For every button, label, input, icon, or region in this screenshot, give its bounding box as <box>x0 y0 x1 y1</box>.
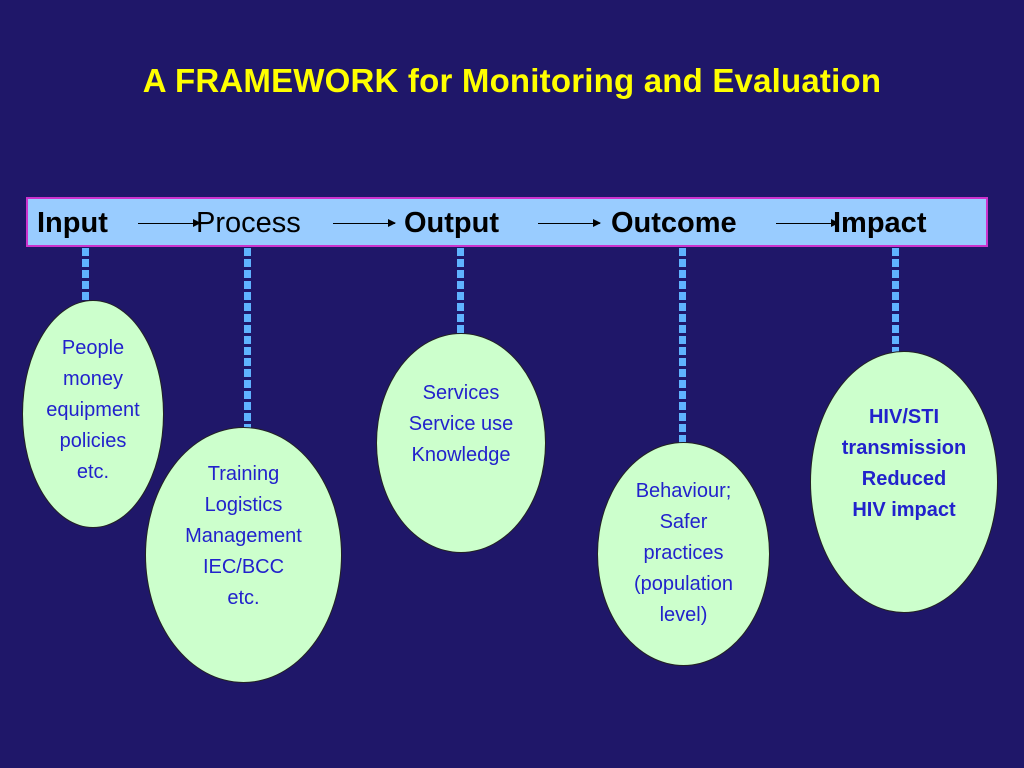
oval-output: Services Service use Knowledge <box>376 333 546 553</box>
diagram-title: A FRAMEWORK for Monitoring and Evaluatio… <box>142 62 882 99</box>
arrow-icon <box>333 219 396 227</box>
connector-input <box>82 248 89 300</box>
stage-process: Process <box>196 207 301 239</box>
arrow-icon <box>538 219 601 227</box>
connector-process <box>244 248 251 428</box>
oval-impact: HIV/STI transmission Reduced HIV impact <box>810 351 998 613</box>
oval-inputs: People money equipment policies etc. <box>22 300 164 528</box>
oval-process: Training Logistics Management IEC/BCC et… <box>145 427 342 683</box>
oval-outcome: Behaviour; Safer practices (population l… <box>597 442 770 666</box>
stage-outcome: Outcome <box>611 207 737 239</box>
stage-bar: Input Process Output Outcome Impact <box>26 197 988 247</box>
arrow-icon <box>138 219 201 227</box>
stage-impact: Impact <box>833 207 927 239</box>
connector-output <box>457 248 464 334</box>
connector-outcome <box>679 248 686 443</box>
stage-input: Input <box>37 207 108 239</box>
arrow-icon <box>776 219 839 227</box>
stage-output: Output <box>404 207 500 239</box>
connector-impact <box>892 248 899 352</box>
